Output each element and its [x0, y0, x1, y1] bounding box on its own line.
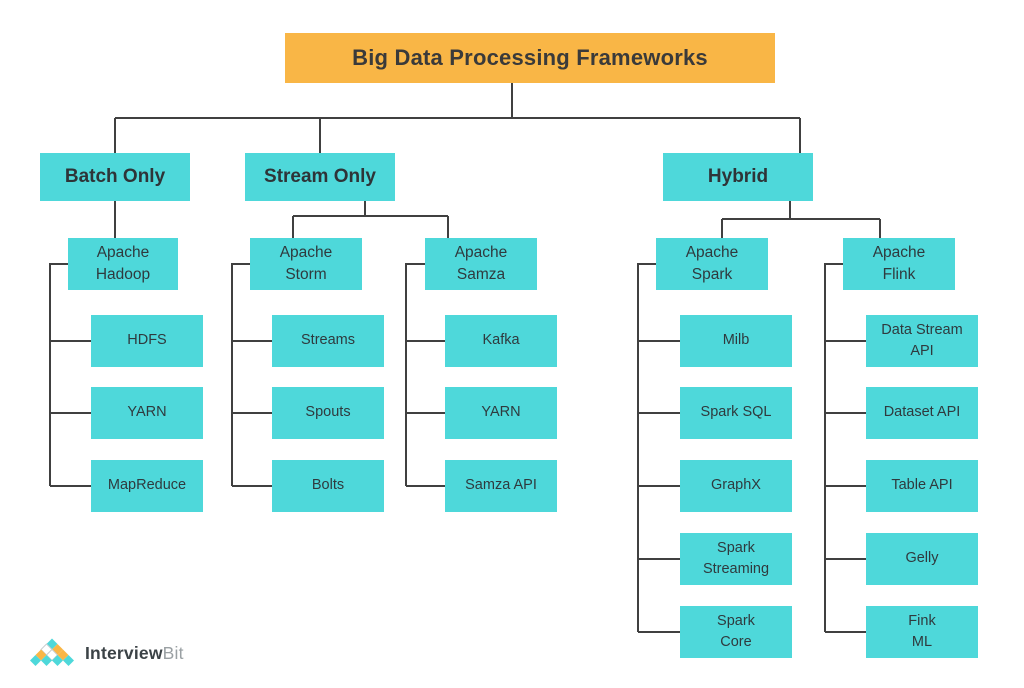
interviewbit-pyramid-icon [30, 638, 74, 666]
node-samza-yarn: YARN [445, 387, 557, 439]
node-spark-streaming: Spark Streaming [680, 533, 792, 585]
connector-hybrid-split [721, 201, 881, 238]
node-spark-sql: Spark SQL [680, 387, 792, 439]
interviewbit-logo-text: InterviewBit [85, 643, 184, 664]
node-milb: Milb [680, 315, 792, 367]
node-hybrid: Hybrid [663, 153, 813, 201]
connector-flink-bus [824, 263, 866, 633]
node-graphx: GraphX [680, 460, 792, 512]
node-hdfs: HDFS [91, 315, 203, 367]
connector-samza-bus [405, 263, 445, 487]
node-data-stream-api: Data Stream API [866, 315, 978, 367]
node-batch-only: Batch Only [40, 153, 190, 201]
node-stream-only: Stream Only [245, 153, 395, 201]
node-apache-flink: Apache Flink [843, 238, 955, 290]
connector-stream-split [292, 201, 449, 238]
connector-root [114, 83, 801, 153]
node-samza-api: Samza API [445, 460, 557, 512]
node-hadoop-yarn: YARN [91, 387, 203, 439]
node-apache-spark: Apache Spark [656, 238, 768, 290]
logo-text-bit: Bit [162, 642, 184, 663]
interviewbit-logo: InterviewBit [30, 638, 184, 668]
node-fink-ml: Fink ML [866, 606, 978, 658]
node-apache-hadoop: Apache Hadoop [68, 238, 178, 290]
node-gelly: Gelly [866, 533, 978, 585]
node-apache-storm: Apache Storm [250, 238, 362, 290]
node-kafka: Kafka [445, 315, 557, 367]
node-bolts: Bolts [272, 460, 384, 512]
node-root-title: Big Data Processing Frameworks [285, 33, 775, 83]
node-table-api: Table API [866, 460, 978, 512]
connector-hadoop-bus [49, 263, 91, 487]
connector-spark-bus [637, 263, 680, 633]
node-spark-core: Spark Core [680, 606, 792, 658]
node-dataset-api: Dataset API [866, 387, 978, 439]
logo-text-interview: Interview [85, 642, 163, 663]
node-streams: Streams [272, 315, 384, 367]
node-apache-samza: Apache Samza [425, 238, 537, 290]
node-spouts: Spouts [272, 387, 384, 439]
node-mapreduce: MapReduce [91, 460, 203, 512]
connector-storm-bus [231, 263, 272, 487]
